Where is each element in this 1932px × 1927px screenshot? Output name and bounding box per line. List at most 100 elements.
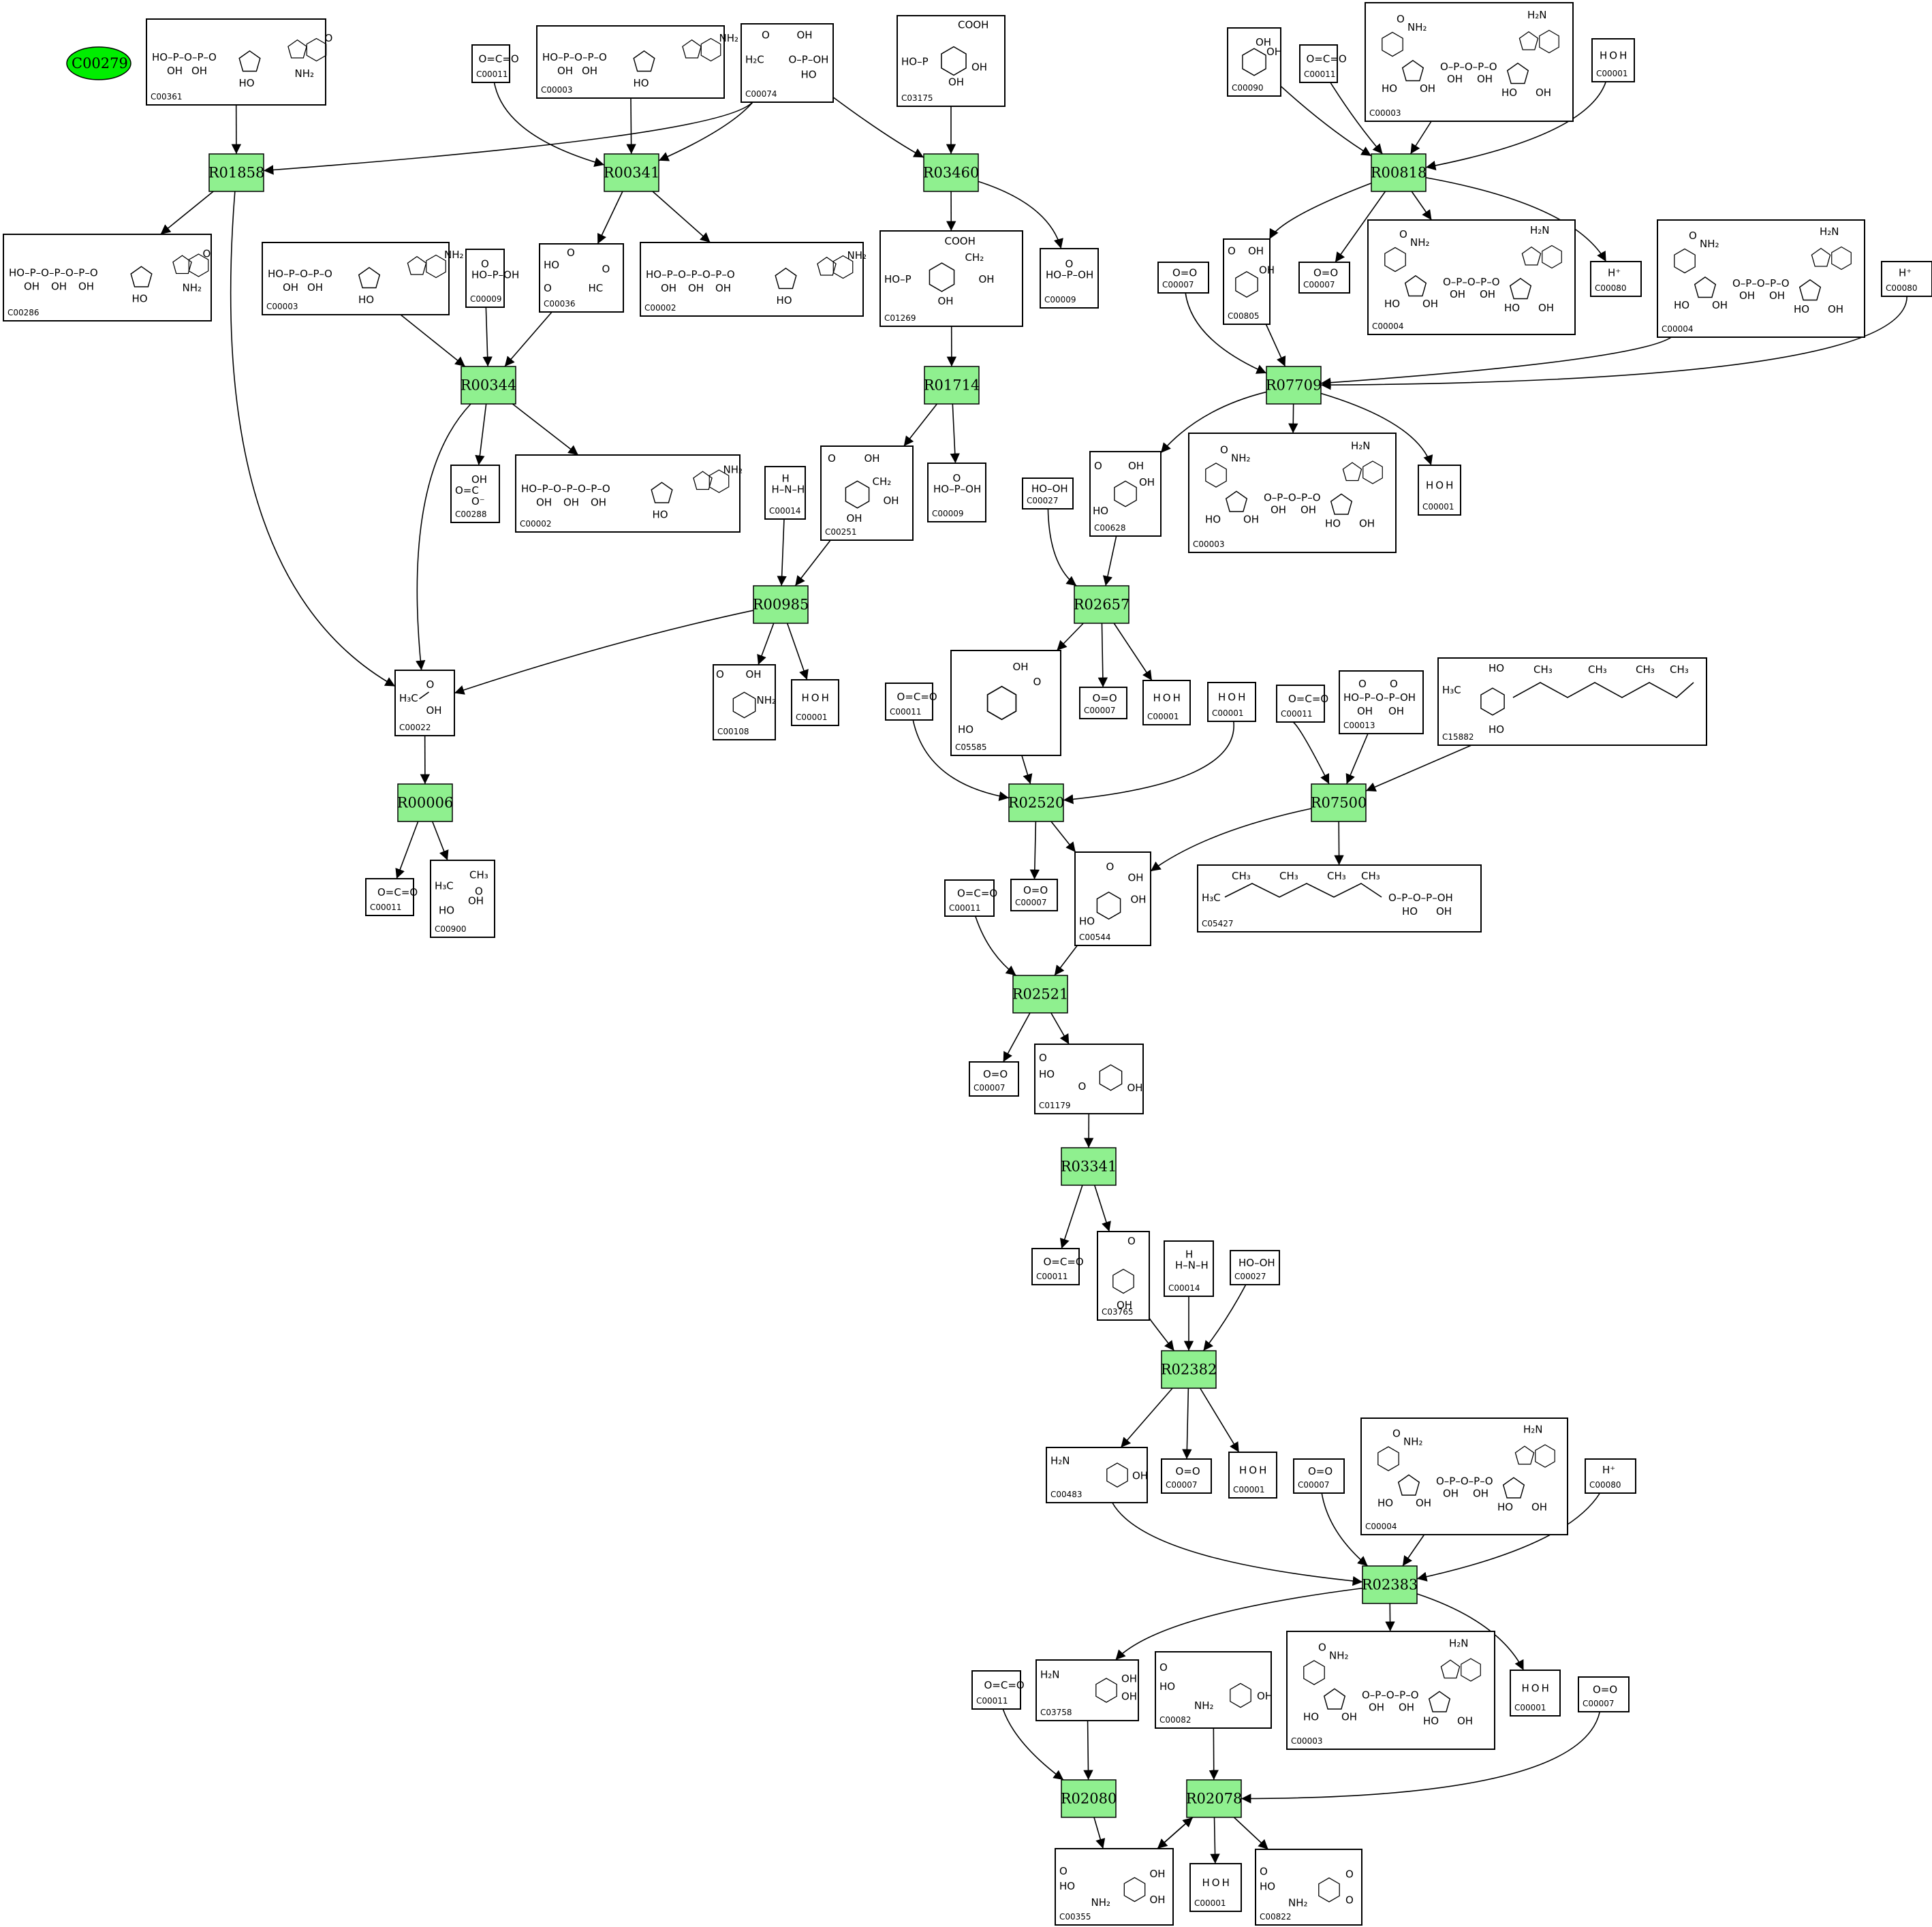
compound-node-c00080[interactable]: H⁺C00080 <box>1881 261 1932 297</box>
svg-text:O–P–O–P–OH: O–P–O–P–OH <box>1388 892 1453 904</box>
svg-text:HO–P–OH: HO–P–OH <box>1046 269 1093 281</box>
svg-text:OH: OH <box>1243 514 1259 526</box>
compound-node-c00080[interactable]: H⁺C00080 <box>1585 1458 1636 1494</box>
svg-text:OH: OH <box>1416 1497 1431 1509</box>
reaction-node-r00985[interactable]: R00985 <box>753 585 809 624</box>
reaction-node-r01714[interactable]: R01714 <box>924 366 980 405</box>
svg-text:H⁺: H⁺ <box>1602 1464 1615 1476</box>
reaction-node-r02080[interactable]: R02080 <box>1061 1779 1117 1818</box>
reaction-node-r03341[interactable]: R03341 <box>1061 1147 1117 1186</box>
reaction-node-r00818[interactable]: R00818 <box>1371 153 1427 192</box>
reaction-node-r07500[interactable]: R07500 <box>1311 783 1367 822</box>
reaction-node-r02521[interactable]: R02521 <box>1012 975 1069 1014</box>
svg-text:O: O <box>953 472 961 484</box>
reaction-node-r07709[interactable]: R07709 <box>1266 366 1322 405</box>
svg-text:H₂N: H₂N <box>1820 225 1839 238</box>
reaction-node-r02657[interactable]: R02657 <box>1074 585 1130 624</box>
reaction-node-r02382[interactable]: R02382 <box>1161 1350 1217 1389</box>
reaction-node-r02520[interactable]: R02520 <box>1008 783 1065 822</box>
svg-text:O: O <box>1260 1866 1268 1878</box>
reaction-node-r00006[interactable]: R00006 <box>397 783 454 822</box>
svg-text:OH: OH <box>1538 302 1554 314</box>
reaction-node-r02078[interactable]: R02078 <box>1186 1779 1243 1818</box>
compound-node-c00080[interactable]: H⁺C00080 <box>1590 261 1642 297</box>
reaction-node-r02383[interactable]: R02383 <box>1362 1565 1418 1604</box>
reaction-node-r00341[interactable]: R00341 <box>604 153 660 192</box>
reaction-node-r00344[interactable]: R00344 <box>461 366 517 405</box>
edge-R02521-to-c51 <box>1050 1012 1070 1045</box>
mol-o2-structure: O=O <box>1308 1465 1333 1477</box>
reaction-node-r01858[interactable]: R01858 <box>208 153 265 192</box>
start-compound-node[interactable]: C00279 <box>66 46 131 80</box>
reaction-node-r03460[interactable]: R03460 <box>923 153 980 192</box>
